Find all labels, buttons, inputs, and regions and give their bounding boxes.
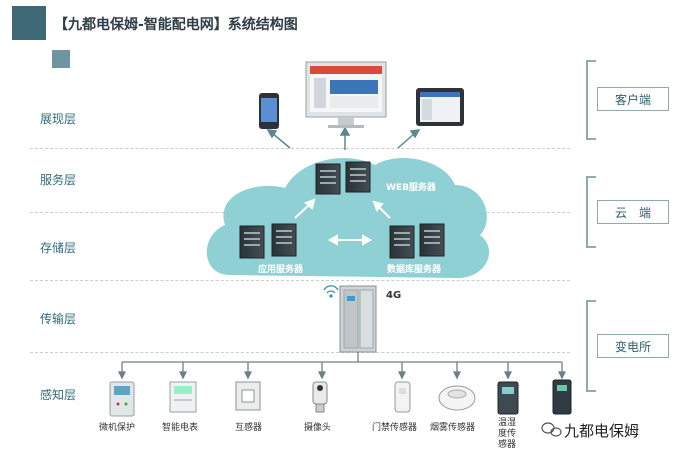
- arrow-app-to-web: [294, 198, 316, 219]
- temp-humidity-sensor-icon: [497, 381, 519, 415]
- power-cabinet-icon: [339, 285, 377, 353]
- device-label-smoke: 烟雾传感器: [430, 423, 476, 433]
- camera-icon: [312, 381, 328, 413]
- arrow-client-center: [339, 126, 351, 150]
- smartphone-icon: [259, 93, 279, 129]
- db-server-label: 数据库服务器: [387, 265, 442, 275]
- arrow-db-to-web: [372, 200, 391, 219]
- network-label: 4G: [386, 290, 402, 301]
- title-square-large: [12, 6, 46, 40]
- door-sensor-icon: [394, 381, 411, 413]
- sensor-bus: [117, 352, 567, 380]
- watermark: 九都电保姆: [564, 422, 640, 440]
- arrow-client-left: [266, 129, 291, 149]
- bracket-client: [586, 60, 596, 140]
- smoke-sensor-icon: [438, 385, 476, 411]
- box-cloud: 云 端: [597, 200, 669, 224]
- smart-meter-icon: [169, 381, 197, 413]
- layer-perception: 感知层: [40, 388, 77, 402]
- web-server-1: [315, 163, 341, 195]
- bracket-substation: [586, 300, 596, 392]
- db-server-2: [419, 223, 445, 257]
- layer-presentation: 展现层: [40, 112, 77, 126]
- device-label-door: 门禁传感器: [372, 423, 418, 433]
- device-label-transformer: 互感器: [235, 423, 263, 433]
- device-label-temp: 温湿度传感器: [497, 418, 516, 450]
- db-server-1: [389, 225, 415, 259]
- device-label-camera: 摄像头: [304, 423, 332, 433]
- device-label-relay: 微机保护: [99, 423, 136, 433]
- extra-sensor-icon: [552, 379, 572, 415]
- app-server-2: [271, 223, 297, 257]
- divider-1: [30, 148, 570, 149]
- layer-storage: 存储层: [40, 241, 77, 255]
- box-client: 客户端: [597, 87, 669, 111]
- web-server-2: [345, 161, 371, 193]
- arrow-app-db: [327, 234, 373, 246]
- wifi-icon: [323, 285, 339, 298]
- bracket-cloud: [586, 176, 596, 248]
- transformer-icon: [235, 381, 261, 411]
- page-title: 【九都电保姆-智能配电网】系统结构图: [54, 17, 298, 33]
- layer-transport: 传输层: [40, 312, 77, 326]
- title-square-small: [52, 50, 70, 68]
- app-server-1: [239, 225, 265, 259]
- app-server-label: 应用服务器: [258, 265, 304, 275]
- watermark-logo-icon: [541, 422, 562, 437]
- layer-service: 服务层: [40, 173, 77, 187]
- device-label-meter: 智能电表: [162, 423, 199, 433]
- arrow-client-right: [397, 129, 421, 149]
- box-substation: 变电所: [597, 334, 669, 358]
- tablet-icon: [416, 88, 464, 126]
- web-server-label: WEB服务器: [386, 183, 436, 193]
- monitor-icon: [305, 61, 387, 128]
- relay-protection-icon: [109, 381, 135, 417]
- divider-4: [30, 352, 570, 353]
- divider-3: [30, 280, 570, 281]
